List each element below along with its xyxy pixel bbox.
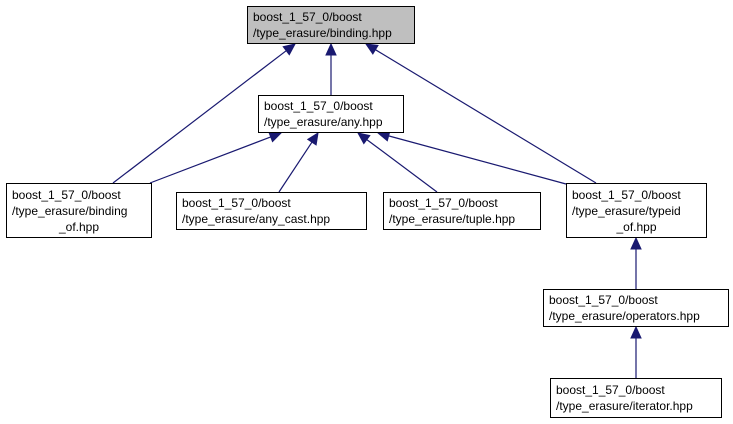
arrowhead-any-to-binding: [325, 42, 337, 56]
arrowhead-operators-to-typeid_of: [630, 236, 642, 250]
node-operators-line-2: /type_erasure/operators.hpp: [549, 309, 700, 323]
node-any-cast-hpp[interactable]: boost_1_57_0/boost /type_erasure/any_cas…: [176, 192, 367, 230]
arrowhead-tuple-to-any: [357, 132, 371, 145]
edge-binding_of-to-any: [149, 136, 271, 184]
node-binding-line-1: boost_1_57_0/boost: [253, 10, 362, 24]
node-any-line-2: /type_erasure/any.hpp: [264, 115, 383, 129]
node-any-cast-line-2: /type_erasure/any_cast.hpp: [182, 212, 331, 226]
edge-tuple-to-any: [366, 139, 438, 193]
edge-typeid_of-to-binding: [375, 49, 597, 184]
edge-binding_of-to-binding: [112, 50, 287, 184]
arrowhead-typeid_of-to-binding: [364, 43, 379, 55]
node-binding-hpp[interactable]: boost_1_57_0/boost /type_erasure/binding…: [247, 6, 415, 44]
node-typeid-of-line-1: boost_1_57_0/boost: [572, 187, 681, 202]
arrowhead-iterator-to-operators: [630, 325, 642, 339]
node-binding-line-2: /type_erasure/binding.hpp: [253, 26, 392, 40]
arrowhead-binding_of-to-binding: [282, 43, 296, 56]
node-binding-of-hpp[interactable]: boost_1_57_0/boost /type_erasure/binding…: [6, 183, 152, 238]
node-typeid-of-line-3: _of.hpp: [616, 219, 657, 234]
node-operators-line-1: boost_1_57_0/boost: [549, 293, 658, 307]
node-binding-of-line-2: /type_erasure/binding: [12, 203, 128, 218]
node-tuple-line-2: /type_erasure/tuple.hpp: [389, 212, 516, 226]
arrowhead-any_cast-to-any: [306, 131, 319, 146]
node-iterator-line-2: /type_erasure/iterator.hpp: [556, 399, 693, 413]
node-tuple-hpp[interactable]: boost_1_57_0/boost /type_erasure/tuple.h…: [383, 192, 541, 230]
arrowhead-binding_of-to-any: [268, 131, 283, 143]
node-binding-of-line-3: _of.hpp: [58, 219, 100, 234]
node-operators-hpp[interactable]: boost_1_57_0/boost /type_erasure/operato…: [543, 289, 729, 327]
node-any-cast-line-1: boost_1_57_0/boost: [182, 196, 291, 210]
node-any-hpp[interactable]: boost_1_57_0/boost /type_erasure/any.hpp: [258, 95, 404, 133]
node-typeid-of-line-2: /type_erasure/typeid: [572, 203, 681, 218]
node-any-line-1: boost_1_57_0/boost: [264, 99, 373, 113]
node-typeid-of-hpp[interactable]: boost_1_57_0/boost /type_erasure/typeid …: [566, 183, 707, 238]
node-iterator-hpp[interactable]: boost_1_57_0/boost /type_erasure/iterato…: [550, 378, 722, 418]
node-iterator-line-1: boost_1_57_0/boost: [556, 383, 665, 397]
node-tuple-line-1: boost_1_57_0/boost: [389, 196, 498, 210]
node-binding-of-line-1: boost_1_57_0/boost: [12, 187, 121, 202]
edge-typeid_of-to-any: [388, 135, 567, 185]
edge-any_cast-to-any: [278, 141, 313, 193]
